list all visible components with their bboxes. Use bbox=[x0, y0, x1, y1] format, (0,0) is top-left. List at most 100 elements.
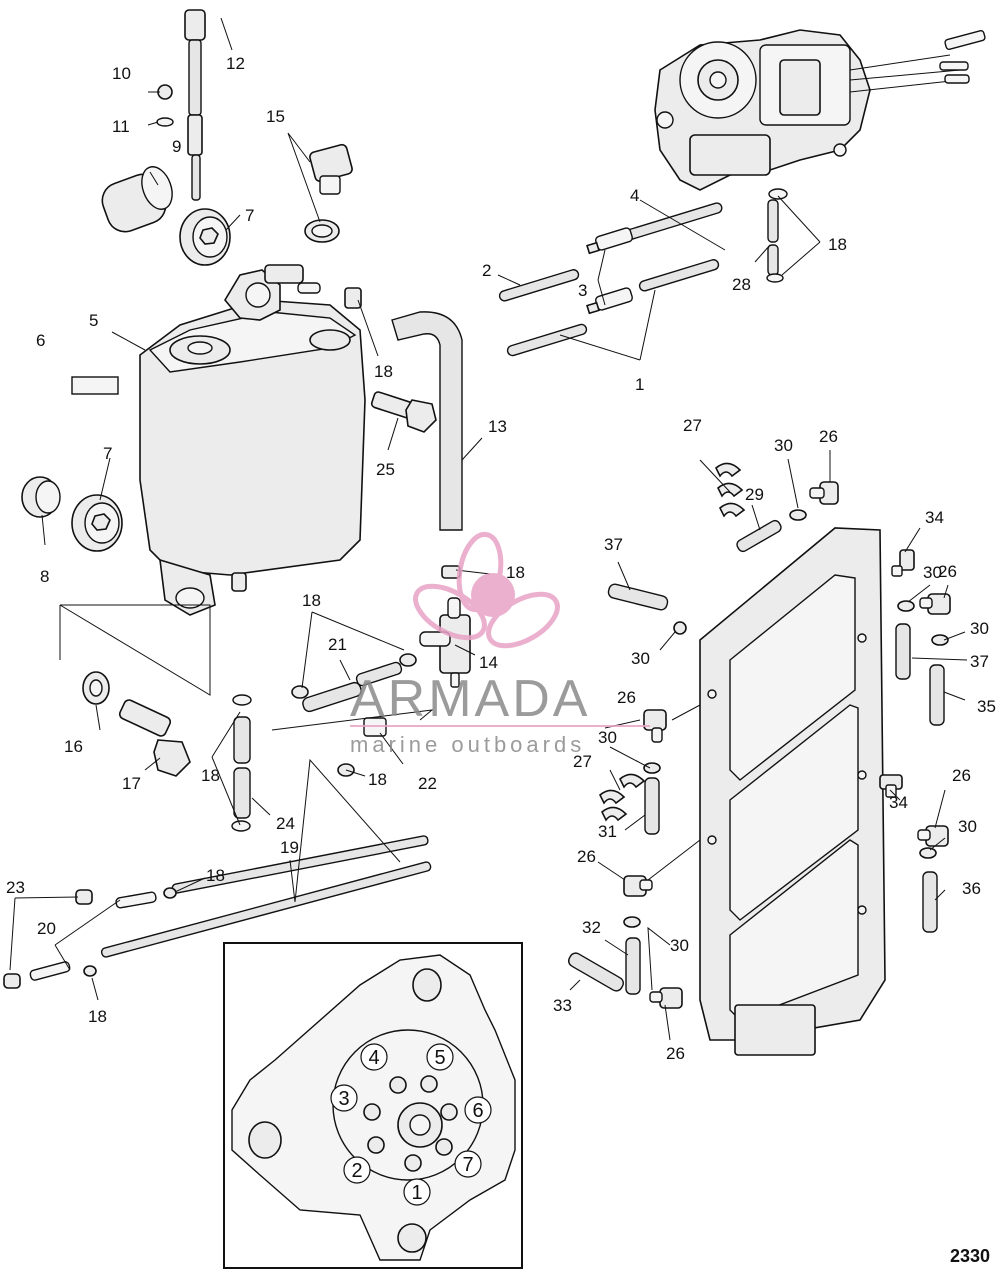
watermark: ARMADA marine outboards bbox=[350, 531, 650, 757]
clip bbox=[599, 789, 626, 805]
callout-18-a: 18 bbox=[374, 362, 393, 381]
vent-fitting bbox=[304, 143, 353, 243]
callout-labels: 1 2 3 4 5 6 7 7 8 9 10 11 12 13 14 15 16… bbox=[6, 54, 996, 1063]
callout-18-f: 18 bbox=[201, 766, 220, 785]
port-label-5: 5 bbox=[434, 1047, 445, 1069]
callout-15: 15 bbox=[266, 107, 285, 126]
callout-4: 4 bbox=[630, 186, 639, 205]
callout-21: 21 bbox=[328, 635, 347, 654]
callout-8: 8 bbox=[40, 567, 49, 586]
callout-30-c: 30 bbox=[970, 619, 989, 638]
clip bbox=[719, 502, 746, 518]
callout-18-b: 18 bbox=[828, 235, 847, 254]
callout-3: 3 bbox=[578, 281, 587, 300]
fuel-filter-upper bbox=[586, 227, 633, 255]
elbow-fitting bbox=[809, 481, 839, 505]
callout-37-b: 37 bbox=[970, 652, 989, 671]
callout-30-d: 30 bbox=[631, 649, 650, 668]
callout-17: 17 bbox=[122, 774, 141, 793]
callout-35: 35 bbox=[977, 697, 996, 716]
callout-29: 29 bbox=[745, 485, 764, 504]
callout-30-g: 30 bbox=[670, 936, 689, 955]
mount-hardware bbox=[82, 671, 191, 777]
watermark-tagline: marine outboards bbox=[350, 732, 585, 757]
clip bbox=[601, 806, 628, 822]
callout-23: 23 bbox=[6, 878, 25, 897]
elbow-fitting bbox=[649, 987, 683, 1009]
callout-10: 10 bbox=[112, 64, 131, 83]
callout-26-d: 26 bbox=[952, 766, 971, 785]
callout-34-b: 34 bbox=[889, 793, 908, 812]
reference-code: 2330 bbox=[950, 1246, 990, 1266]
callout-22: 22 bbox=[418, 774, 437, 793]
clip bbox=[717, 482, 744, 498]
grommets bbox=[21, 208, 231, 552]
callout-20: 20 bbox=[37, 919, 56, 938]
callout-14: 14 bbox=[479, 653, 498, 672]
port-label-1: 1 bbox=[411, 1182, 422, 1204]
port-label-6: 6 bbox=[472, 1100, 483, 1122]
callout-18-g: 18 bbox=[206, 866, 225, 885]
decal bbox=[71, 376, 119, 395]
pump-hoses bbox=[498, 188, 788, 357]
tank-bolt bbox=[370, 391, 437, 433]
hose-clip bbox=[344, 287, 362, 309]
callout-36: 36 bbox=[962, 879, 981, 898]
port-label-2: 2 bbox=[351, 1160, 362, 1182]
callout-34-a: 34 bbox=[925, 508, 944, 527]
callout-28: 28 bbox=[732, 275, 751, 294]
oil-tank bbox=[139, 264, 366, 616]
callout-1: 1 bbox=[635, 375, 644, 394]
inset-port-labels: 4 5 3 6 2 7 1 bbox=[330, 1043, 492, 1206]
callout-27-b: 27 bbox=[573, 752, 592, 771]
tee-small bbox=[891, 549, 915, 577]
callout-31: 31 bbox=[598, 822, 617, 841]
callout-18-e: 18 bbox=[368, 770, 387, 789]
fuel-filter-lower bbox=[586, 287, 633, 315]
callout-9: 9 bbox=[172, 137, 181, 156]
callout-26-a: 26 bbox=[819, 427, 838, 446]
adapter-plate bbox=[699, 527, 886, 1056]
callout-16: 16 bbox=[64, 737, 83, 756]
propeller-logo-icon bbox=[413, 531, 560, 649]
watermark-brand: ARMADA bbox=[350, 670, 590, 728]
callout-5: 5 bbox=[89, 311, 98, 330]
callout-26-f: 26 bbox=[666, 1044, 685, 1063]
elbow-fitting bbox=[917, 825, 949, 847]
callout-7-side: 7 bbox=[103, 444, 112, 463]
callout-30-a: 30 bbox=[774, 436, 793, 455]
plate-hoses-elbows bbox=[568, 462, 951, 1009]
callout-18-d: 18 bbox=[302, 591, 321, 610]
port-label-3: 3 bbox=[338, 1088, 349, 1110]
callout-26-b: 26 bbox=[938, 562, 957, 581]
callout-30-e: 30 bbox=[598, 728, 617, 747]
callout-19: 19 bbox=[280, 838, 299, 857]
callout-24: 24 bbox=[276, 814, 295, 833]
clip bbox=[619, 773, 646, 789]
callout-18-c: 18 bbox=[506, 563, 525, 582]
callout-33: 33 bbox=[553, 996, 572, 1015]
leader-lines bbox=[9, 17, 968, 1041]
callout-11: 11 bbox=[112, 117, 130, 136]
tank-fittings-top bbox=[101, 9, 206, 233]
callout-18-h: 18 bbox=[88, 1007, 107, 1026]
inline-fittings bbox=[3, 887, 177, 989]
callout-27-a: 27 bbox=[683, 416, 702, 435]
callout-26-e: 26 bbox=[577, 847, 596, 866]
callout-6: 6 bbox=[36, 331, 45, 350]
oil-pump-assembly bbox=[654, 29, 986, 191]
callout-7-top: 7 bbox=[245, 206, 254, 225]
callout-2: 2 bbox=[482, 261, 491, 280]
callout-25: 25 bbox=[376, 460, 395, 479]
callout-26-c: 26 bbox=[617, 688, 636, 707]
callout-30-b: 30 bbox=[923, 563, 942, 582]
tee-fitting bbox=[419, 565, 471, 688]
tee-small bbox=[879, 774, 903, 798]
callout-32: 32 bbox=[582, 918, 601, 937]
callout-13: 13 bbox=[488, 417, 507, 436]
clip bbox=[715, 462, 742, 478]
callout-30-f: 30 bbox=[958, 817, 977, 836]
port-label-4: 4 bbox=[368, 1047, 379, 1069]
elbow-fitting bbox=[623, 875, 653, 897]
